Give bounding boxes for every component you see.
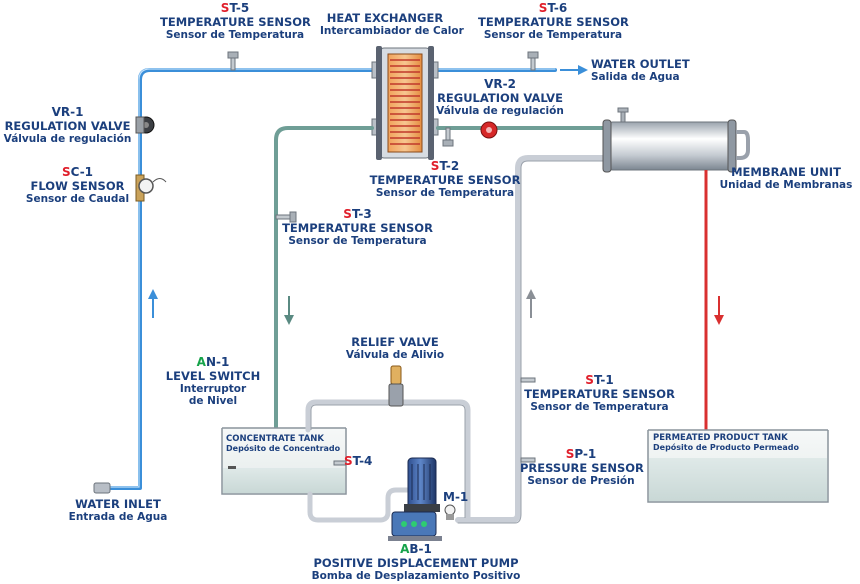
pump-piping xyxy=(305,399,471,523)
relief-valve-icon xyxy=(388,365,404,407)
an1-label: AN-1 LEVEL SWITCH Interruptor de Nivel xyxy=(165,355,261,408)
temperature-sensor-icon xyxy=(520,377,536,383)
heat-exchanger-label: HEAT EXCHANGER Intercambiador de Calor xyxy=(320,11,464,38)
relief-valve-label: RELIEF VALVE Válvula de Alivio xyxy=(345,335,445,362)
ab1-label: AB-1 POSITIVE DISPLACEMENT PUMP Bomba de… xyxy=(311,542,521,583)
temperature-sensor-icon xyxy=(275,127,454,223)
concentrate-flow-arrow xyxy=(284,296,294,325)
heat-exchanger-icon xyxy=(371,46,439,160)
vr1-label: VR-1 REGULATION VALVE Válvula de regulac… xyxy=(3,105,132,146)
st5-label: ST-5 TEMPERATURE SENSOR Sensor de Temper… xyxy=(160,1,311,42)
st4-label: ST-4 xyxy=(344,454,373,468)
permeate-tank-label: PERMEATED PRODUCT TANK Depósito de Produ… xyxy=(653,433,800,453)
process-flow-arrow xyxy=(526,289,536,318)
sc1-label: SC-1 FLOW SENSOR Sensor de Caudal xyxy=(25,165,130,206)
m1-label: M-1 xyxy=(443,490,469,504)
regulation-valve-icon xyxy=(480,121,498,139)
temperature-sensor-icon xyxy=(227,51,539,71)
water-outlet-arrow xyxy=(560,65,588,75)
vr2-label: VR-2 REGULATION VALVE Válvula de regulac… xyxy=(436,77,564,118)
st2-label: ST-2 TEMPERATURE SENSOR Sensor de Temper… xyxy=(369,159,521,200)
process-line xyxy=(455,155,608,523)
process-line-edge xyxy=(457,160,606,524)
membrane-unit-label: MEMBRANE UNIT Unidad de Membranas xyxy=(719,165,853,192)
flow-sensor-icon xyxy=(135,174,167,202)
water-inlet-label: WATER INLET Entrada de Agua xyxy=(68,497,168,524)
concentrate-tank-icon xyxy=(221,427,347,495)
concentrate-tank-label: CONCENTRATE TANK Depósito de Concentrado xyxy=(226,434,341,454)
pump-piping-edge xyxy=(310,404,466,518)
st6-label: ST-6 TEMPERATURE SENSOR Sensor de Temper… xyxy=(478,1,629,42)
permeate-tank-icon xyxy=(647,429,829,503)
water-inlet-fitting xyxy=(93,482,111,494)
concentrate-line xyxy=(274,126,607,432)
pressure-sensor-icon xyxy=(520,457,536,463)
st1-label: ST-1 TEMPERATURE SENSOR Sensor de Temper… xyxy=(524,373,675,414)
flow-up-arrow xyxy=(148,289,158,318)
membrane-unit-icon xyxy=(602,107,750,173)
sp1-label: SP-1 PRESSURE SENSOR Sensor de Presión xyxy=(520,447,644,488)
pump-icon xyxy=(388,457,456,541)
regulation-valve-icon xyxy=(135,116,155,134)
water-outlet-label: WATER OUTLET Salida de Agua xyxy=(591,57,690,84)
st3-label: ST-3 TEMPERATURE SENSOR Sensor de Temper… xyxy=(282,207,433,248)
permeate-flow-arrow xyxy=(714,296,724,325)
